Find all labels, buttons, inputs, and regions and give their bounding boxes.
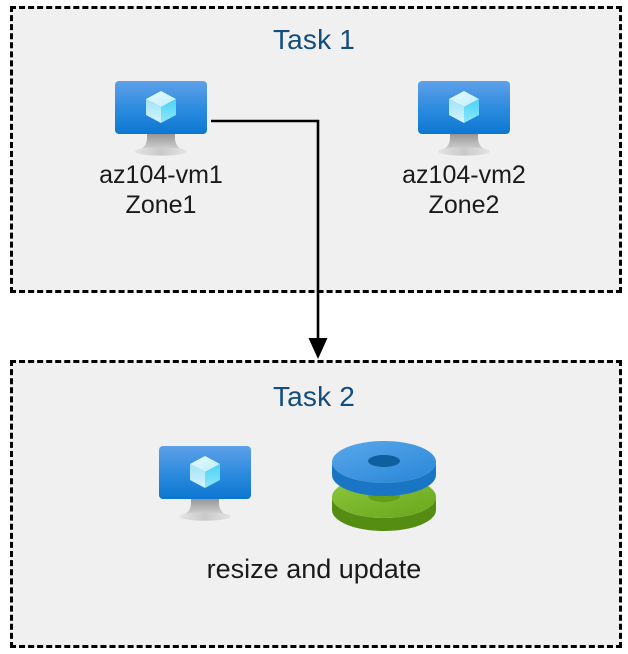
group-title-task1: Task 1 xyxy=(272,24,356,55)
disks-icon xyxy=(324,435,444,535)
node-virtual-machine-task2[interactable] xyxy=(120,443,290,525)
virtual-machine-icon xyxy=(155,443,255,525)
task2-caption: resize and update xyxy=(206,554,422,584)
node-az104-vm1[interactable]: az104-vm1 Zone1 xyxy=(50,78,272,220)
node-label-az104-vm2: az104-vm2 Zone2 xyxy=(402,161,526,219)
node-managed-disks[interactable] xyxy=(324,435,444,535)
group-title-task2: Task 2 xyxy=(272,381,356,412)
node-az104-vm2[interactable]: az104-vm2 Zone2 xyxy=(353,78,575,220)
group-box-task2 xyxy=(10,360,622,648)
virtual-machine-icon xyxy=(414,78,514,160)
virtual-machine-icon xyxy=(111,78,211,160)
node-label-az104-vm1: az104-vm1 Zone1 xyxy=(99,161,223,219)
